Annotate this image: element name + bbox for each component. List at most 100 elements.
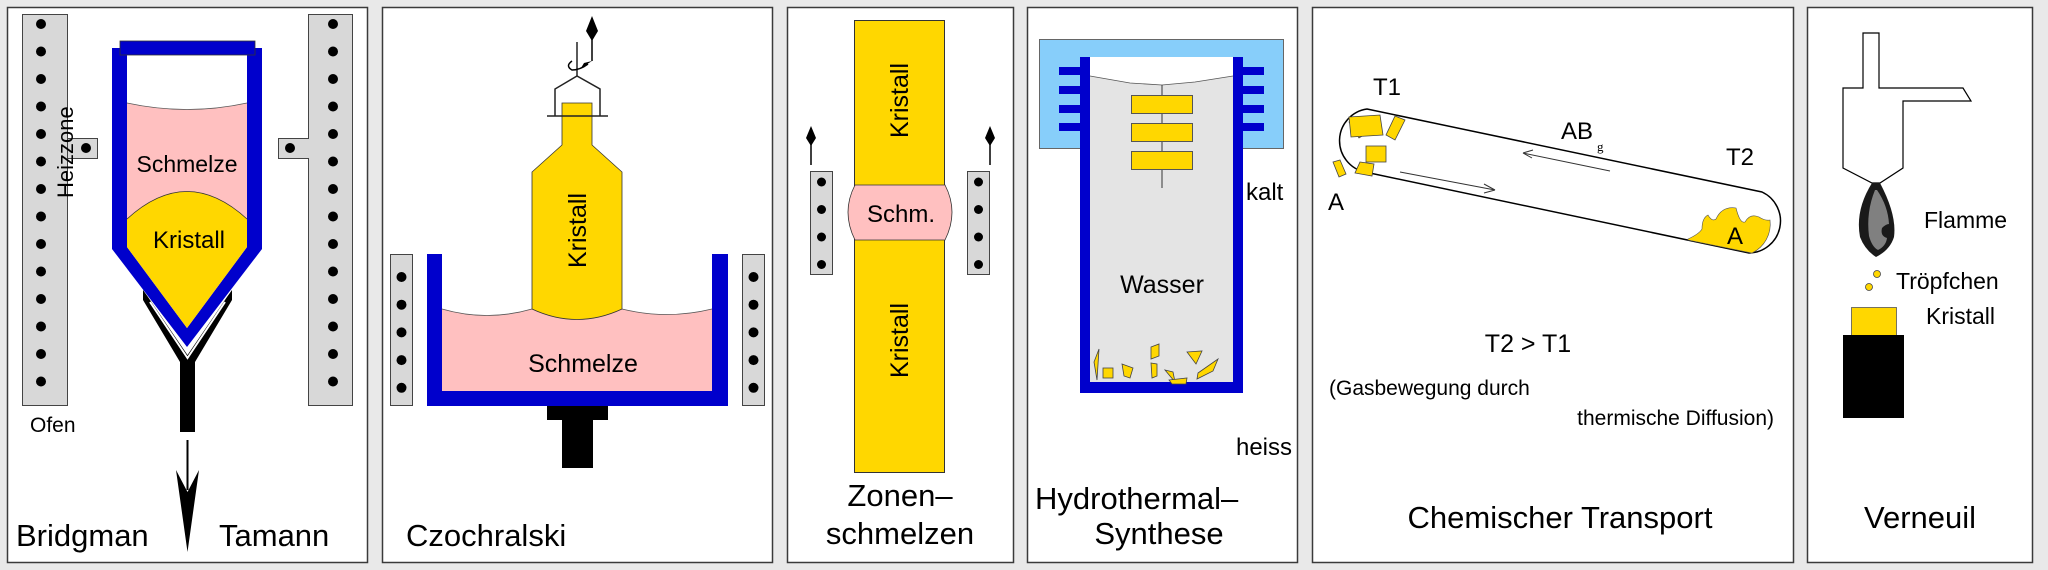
crucible-support [547,406,608,468]
heater-coil-dot [36,349,46,359]
heater-coil-dot [36,46,46,57]
heater-coil-dot [328,321,338,332]
label-crystal-top: Kristall [886,63,914,138]
source-crystals [1332,114,1406,178]
heater-coil-dot [817,205,826,214]
arrow-down-icon [176,440,199,552]
label-gas-species: AB [1561,118,1593,145]
heater-coil-dot [328,46,338,57]
heater-coil-dot [328,211,338,222]
heater-coil-dot [328,349,338,359]
panel-verneuil: Flamme Tröpfchen Kristall Verneuil [1806,6,2034,564]
label-melt-zone: Schm. [867,201,935,228]
flame-icon [1858,183,1895,257]
heater-coil-dot [328,129,338,139]
panel-title-bridgman: Bridgman [16,518,149,553]
label-crystal: Kristall [1926,303,1995,329]
panel-title-czochralski: Czochralski [406,518,566,553]
label-crystal: Kristall [564,193,592,268]
panel-chemical-transport: T1 T2 AB g A A T2 > T1 (Gasbewegung durc… [1311,6,1795,564]
heater-coil-dot [36,156,46,167]
heater-coil-dots [396,272,407,393]
label-hot: heiss [1236,434,1292,461]
crystal-rod [854,20,945,473]
heater-coil-dot [974,177,983,187]
heater-coil-dot [748,327,759,338]
heater-coil-dot [36,294,46,304]
arrow-up-icon [985,126,995,165]
label-t1: T1 [1373,74,1401,101]
label-gas-subscript: g [1597,139,1604,154]
heater-coil-dot [974,232,983,242]
heater-coil-dots [817,177,826,269]
label-condition: T2 > T1 [1485,330,1571,358]
panel-title-chemical-transport: Chemischer Transport [1408,500,1713,535]
heater-coil-dot [748,299,759,310]
droplets [1865,270,1881,291]
label-furnace: Ofen [30,414,76,437]
heater-coil-dot [328,184,338,194]
heater-coil-dot [328,156,338,167]
heater-coil-dot [817,177,826,187]
label-heating-zone: Heizzone [53,106,78,198]
heater-coil-dot [36,184,46,194]
label-melt: Schmelze [137,151,238,177]
heater-coil-dot [36,74,46,84]
deposited-crystal [1687,207,1771,254]
panel-frame [1311,6,1795,564]
heater-coil-dot [396,327,407,338]
panel-title-hydrothermal-1: Hydrothermal– [1035,481,1239,516]
label-melt: Schmelze [528,350,638,378]
crystal [531,102,623,320]
heater-coil-dots [748,272,759,393]
label-source-a: A [1328,189,1344,216]
label-note-line1: (Gasbewegung durch [1329,377,1530,400]
label-deposit-a: A [1727,223,1743,250]
heater-left [810,171,833,275]
heater-coil-dot [36,101,46,112]
heater-coil-dot [396,355,407,366]
heater-coil-dot [396,382,407,393]
label-water: Wasser [1120,271,1204,299]
panel-title-tamann: Tamann [219,518,329,553]
cooling-fins [1059,67,1264,131]
label-flame: Flamme [1924,207,2007,233]
heater-coil-dot [748,272,759,282]
heater-coil-dot [328,266,338,277]
label-cold: kalt [1246,179,1284,206]
crucible-lid [119,40,256,56]
melt [442,309,712,391]
heater-coil-dot [36,239,46,249]
panel-czochralski: Kristall Schmelze Czochralski [381,6,774,564]
water [1090,76,1233,382]
heater-coil-dot [817,260,826,269]
heater-coil-dot [36,376,46,387]
label-crystal: Kristall [153,227,225,254]
transport-ampoule [1338,108,1782,254]
panel-title-verneuil: Verneuil [1864,500,1976,535]
label-t2: T2 [1726,144,1754,171]
heater-coil-dot [974,260,983,269]
heater-coil-dot [36,266,46,277]
heater-coil-dot [328,294,338,304]
heater-coil-dots [36,19,46,387]
heater-coil-dot [328,239,338,249]
crucible [112,40,262,347]
panel-title-hydrothermal-2: Synthese [1094,516,1223,551]
label-crystal-bottom: Kristall [886,303,914,378]
heater-coil-dots [974,177,983,269]
heater-coil-dots [328,19,338,387]
seed-holder [547,42,608,117]
crystal-pedestal [1843,335,1904,418]
nutrient-crystals [1093,343,1219,385]
heater-coil-dot [748,382,759,393]
panel-hydrothermal: kalt Wasser heiss Hydrothermal– Synthese [1026,6,1299,564]
heater-coil-dot [36,211,46,222]
heater-coil-dot [396,299,407,310]
label-note-line2: thermische Diffusion) [1577,407,1774,430]
panel-zone-melting: Kristall Schm. Kristall Zonen– schmelzen [786,6,1015,564]
arrow-up-icon [806,126,816,165]
heater-coil-dot [36,321,46,332]
panel-title-zone-melting-2: schmelzen [826,516,974,551]
